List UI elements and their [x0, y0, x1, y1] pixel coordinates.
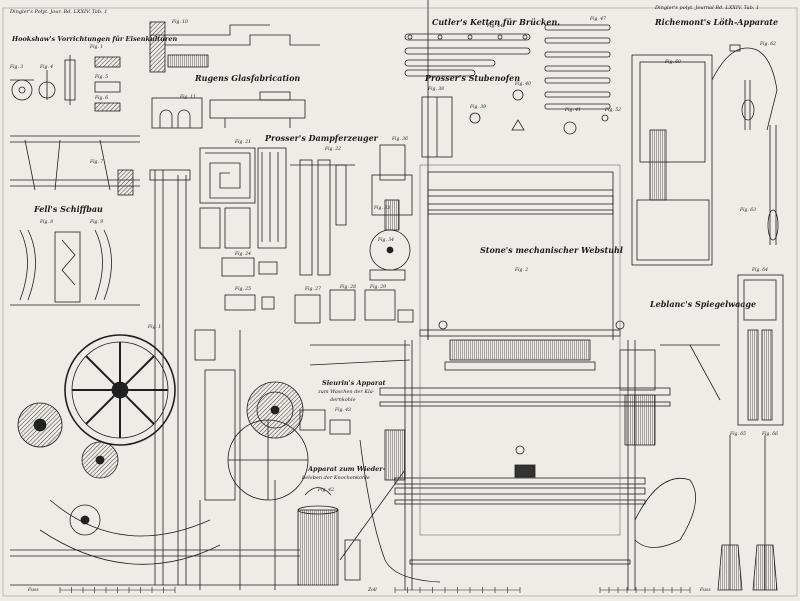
- fig-label: Fig. 24: [235, 252, 252, 257]
- scale-label: Zoll: [368, 588, 377, 593]
- left-machine: [10, 169, 309, 590]
- section-title-prosser-stubenofen: Prosser's Stubenofen: [425, 73, 521, 83]
- fig-label: Fig. 9: [90, 220, 104, 225]
- fig-label: Fig. 1: [90, 45, 104, 50]
- section-title-wieder: Apparat zum Wieder-: [308, 465, 386, 473]
- fig-label: Fig. 40: [515, 82, 532, 87]
- fig-label: Fig. 44: [487, 24, 504, 29]
- fig-label: Fig. 3: [10, 65, 24, 70]
- fig-label: Fig. 10: [172, 20, 189, 25]
- fig-label: Fig. 11: [180, 95, 197, 100]
- fig-label: Fig. 43: [335, 408, 352, 413]
- fig-label: Fig. 6: [95, 96, 109, 101]
- fig-label: Fig. 66: [762, 432, 779, 437]
- fig-label: Fig. 21: [235, 140, 252, 145]
- section-title-wieder-2: beleben der Knochenkohle: [302, 475, 370, 481]
- section-title-fells: Fell's Schiffbau: [34, 204, 103, 214]
- fig-label: Fig. 22: [325, 147, 342, 152]
- section-title-richemont: Richemont's Löth-Apparate: [655, 17, 779, 27]
- fig-label: Fig. 47: [590, 17, 607, 22]
- fig-label: Fig. 52: [605, 108, 622, 113]
- fig-label: Fig. 42: [318, 488, 335, 493]
- rugens-figures: [149, 21, 320, 129]
- section-title-prosser-dampf: Prosser's Dampferzeuger: [265, 133, 378, 143]
- hookshaw-figures: [10, 55, 140, 196]
- section-title-sieurin: Sieurin's Apparat: [322, 379, 386, 387]
- fig-label: Fig. 60: [665, 60, 682, 65]
- richemont-figures: [631, 44, 779, 266]
- center-misc: [369, 174, 413, 281]
- prosser-dampf-figures: [199, 144, 414, 324]
- fig-label: Fig. 63: [740, 208, 757, 213]
- fig-label: Fig. 7: [90, 160, 104, 165]
- fig-label: Fig. 1: [148, 325, 162, 330]
- scale-bars: [59, 587, 691, 593]
- leblanc-figures: [717, 274, 784, 591]
- fig-label: Fig. 39: [470, 105, 487, 110]
- sieurin-figures: [297, 409, 361, 586]
- plate-header-left: Dingler's Polyt. Jour. Bd. LXXIV. Tab. 1: [10, 9, 108, 15]
- stone-loom: [309, 0, 721, 590]
- fig-label: Fig. 36: [392, 137, 409, 142]
- fig-label: Fig. 28: [340, 285, 357, 290]
- fig-label: Fig. 64: [752, 268, 769, 273]
- fig-label: Fig. 65: [730, 432, 747, 437]
- fig-label: Fig. 38: [428, 87, 445, 92]
- section-title-sieurin-3: dernkohle: [330, 397, 356, 403]
- fig-label: Fig. 25: [235, 287, 252, 292]
- fig-label: Fig. 29: [370, 285, 387, 290]
- fig-label: Fig. 5: [95, 75, 109, 80]
- section-title-hookshaw: Hookshaw's Vorrichtungen für Eisenkultur…: [12, 35, 178, 43]
- fig-label: Fig. 8: [40, 220, 54, 225]
- section-title-cutler: Cutler's Ketten für Brücken.: [432, 17, 561, 27]
- scale-label: Fuss: [28, 588, 39, 593]
- fig-label: Fig. 34: [378, 238, 395, 243]
- section-title-rugens: Rugens Glasfabrication: [195, 73, 301, 83]
- section-title-sieurin-2: zum Waschen der Kla-: [318, 389, 375, 395]
- fig-label: Fig. 62: [760, 42, 777, 47]
- fig-label: Fig. 33: [374, 206, 391, 211]
- fig-label: Fig. 2: [515, 268, 529, 273]
- section-title-leblanc: Leblanc's Spiegelwaage: [650, 299, 757, 309]
- fell-figures: [10, 229, 140, 306]
- plate-header-right: Dingler's polyt. Journal Bd. LXXIV. Tab.…: [655, 5, 760, 11]
- scale-label: Fuss: [700, 588, 711, 593]
- cutler-figures: [404, 24, 611, 158]
- fig-label: Fig. 27: [305, 287, 322, 292]
- fig-label: Fig. 41: [565, 108, 582, 113]
- section-title-stone: Stone's mechanischer Webstuhl: [480, 245, 623, 255]
- fig-label: Fig. 4: [40, 65, 54, 70]
